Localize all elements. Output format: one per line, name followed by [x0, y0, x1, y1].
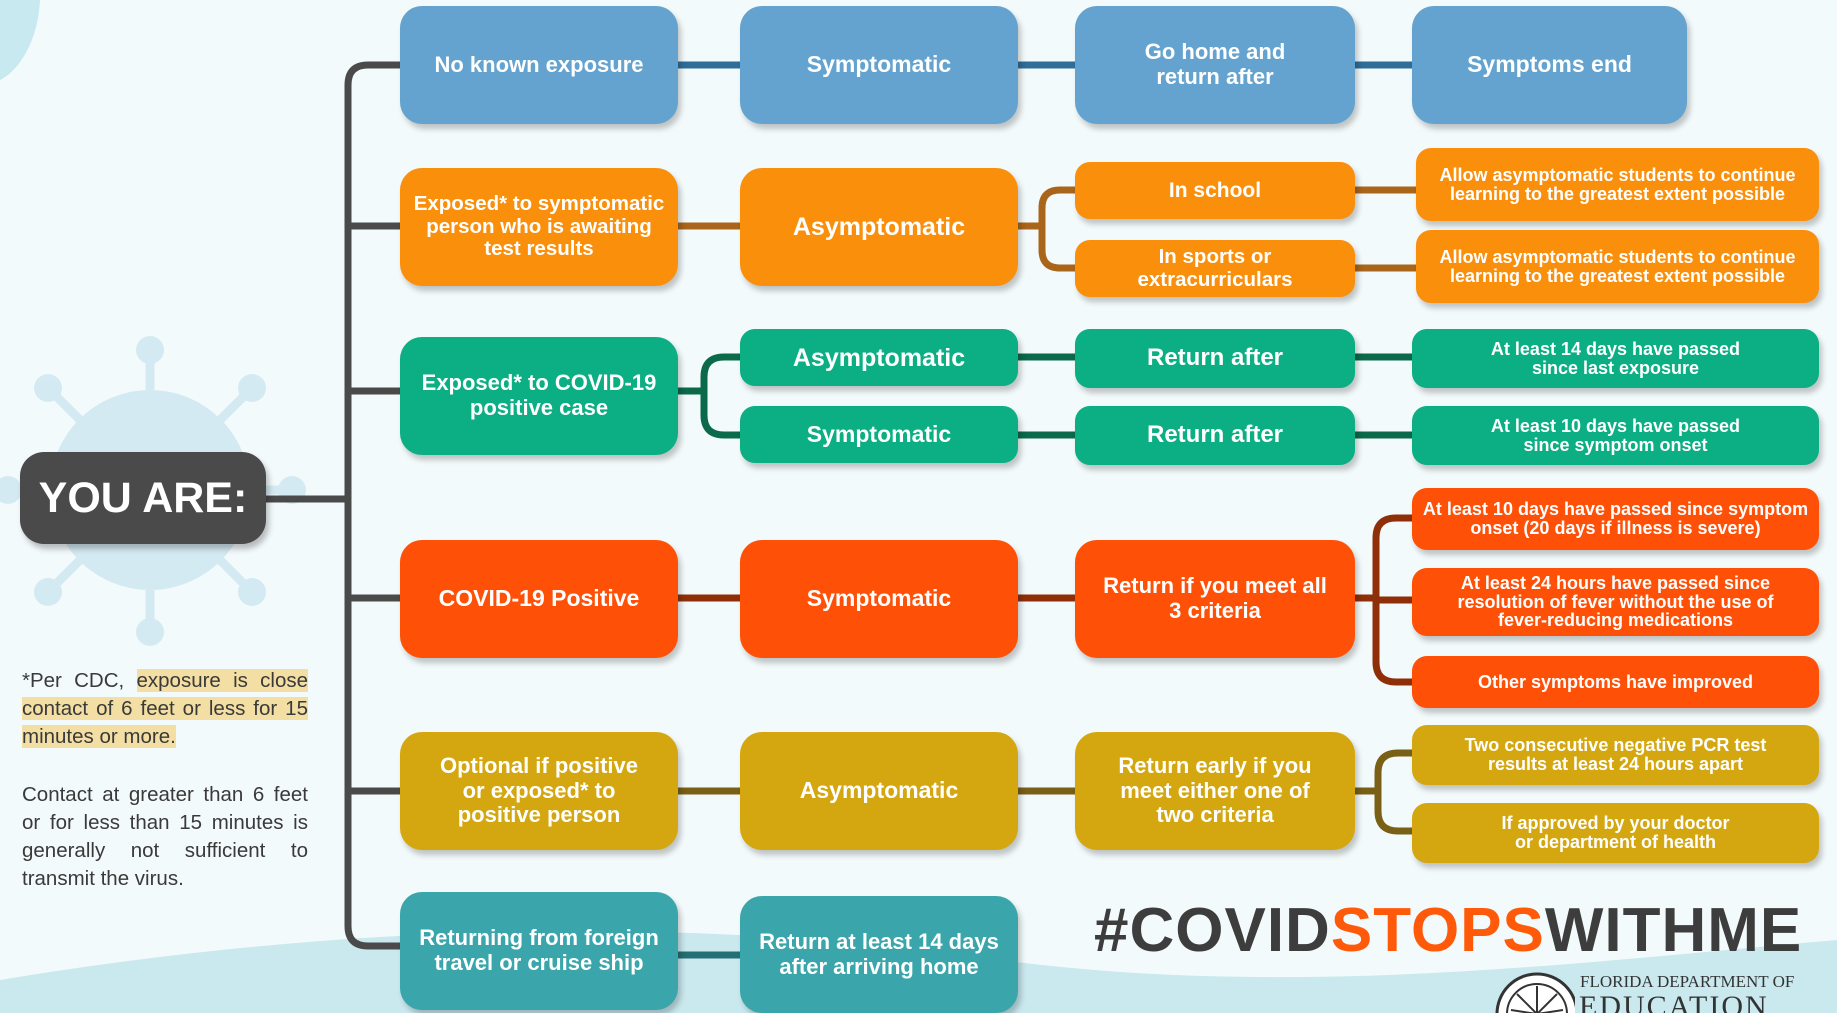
- node-allow-learning-sports: Allow asymptomatic students to continue …: [1416, 230, 1819, 303]
- trunk-line: [344, 61, 404, 950]
- node-criteria-24-hours-fever: At least 24 hours have passed since reso…: [1412, 568, 1819, 636]
- node-return-after-sym: Return after: [1075, 406, 1355, 465]
- node-optional-positive-exposed: Optional if positive or exposed* to posi…: [400, 732, 678, 850]
- hashtag-part-stops: STOPS: [1330, 896, 1545, 965]
- node-in-sports: In sports or extracurriculars: [1075, 240, 1355, 297]
- node-criteria-symptoms-improved: Other symptoms have improved: [1412, 656, 1819, 708]
- node-exposed-positive-asymptomatic: Asymptomatic: [740, 329, 1018, 386]
- node-criteria-negative-pcr: Two consecutive negative PCR test result…: [1412, 725, 1819, 785]
- node-in-school: In school: [1075, 162, 1355, 219]
- node-exposed-positive-symptomatic: Symptomatic: [740, 406, 1018, 463]
- node-14-days-since-exposure: At least 14 days have passed since last …: [1412, 329, 1819, 388]
- node-return-early-criteria: Return early if you meet either one of t…: [1075, 732, 1355, 850]
- node-exposed-awaiting-results: Exposed* to symptomatic person who is aw…: [400, 168, 678, 286]
- state-seal-icon: [1495, 972, 1575, 1013]
- logo-line1: FLORIDA DEPARTMENT OF: [1580, 972, 1795, 991]
- node-criteria-10-days: At least 10 days have passed since sympt…: [1412, 488, 1819, 550]
- node-return-if-meet-3-criteria: Return if you meet all 3 criteria: [1075, 540, 1355, 658]
- node-returning-foreign-travel: Returning from foreign travel or cruise …: [400, 892, 678, 1010]
- corner-blob: [0, 0, 40, 80]
- footnote-highlight: exposure is close contact of 6 feet or l…: [22, 669, 308, 748]
- node-no-exposure-symptomatic: Symptomatic: [740, 6, 1018, 124]
- node-criteria-doctor-approval: If approved by your doctor or department…: [1412, 803, 1819, 863]
- node-10-days-since-onset: At least 10 days have passed since sympt…: [1412, 406, 1819, 465]
- node-return-14-days-after-home: Return at least 14 days after arriving h…: [740, 896, 1018, 1013]
- florida-doe-logo: FLORIDA DEPARTMENT OF EDUCATION: [1495, 968, 1795, 1013]
- contact-footnote: Contact at greater than 6 feet or for le…: [22, 783, 308, 890]
- node-exposed-positive-case: Exposed* to COVID-19 positive case: [400, 337, 678, 455]
- hashtag-part-covid: #COVID: [1094, 896, 1331, 965]
- node-exposed-awaiting-asymptomatic: Asymptomatic: [740, 168, 1018, 286]
- footnote-prefix: *Per CDC,: [22, 669, 137, 692]
- node-return-after-asym: Return after: [1075, 329, 1355, 388]
- node-go-home-return-after: Go home and return after: [1075, 6, 1355, 124]
- node-symptoms-end: Symptoms end: [1412, 6, 1687, 124]
- logo-line2: EDUCATION: [1579, 990, 1769, 1013]
- node-covid-positive: COVID-19 Positive: [400, 540, 678, 658]
- hashtag-part-withme: WITHME: [1544, 896, 1803, 965]
- node-optional-asymptomatic: Asymptomatic: [740, 732, 1018, 850]
- covid-stops-with-me-hashtag: #COVIDSTOPSWITHME: [1094, 900, 1802, 962]
- node-positive-symptomatic: Symptomatic: [740, 540, 1018, 658]
- cdc-footnote: *Per CDC, exposure is close contact of 6…: [22, 667, 308, 751]
- node-allow-learning-school: Allow asymptomatic students to continue …: [1416, 148, 1819, 221]
- you-are-root: YOU ARE:: [20, 452, 266, 544]
- node-no-known-exposure: No known exposure: [400, 6, 678, 124]
